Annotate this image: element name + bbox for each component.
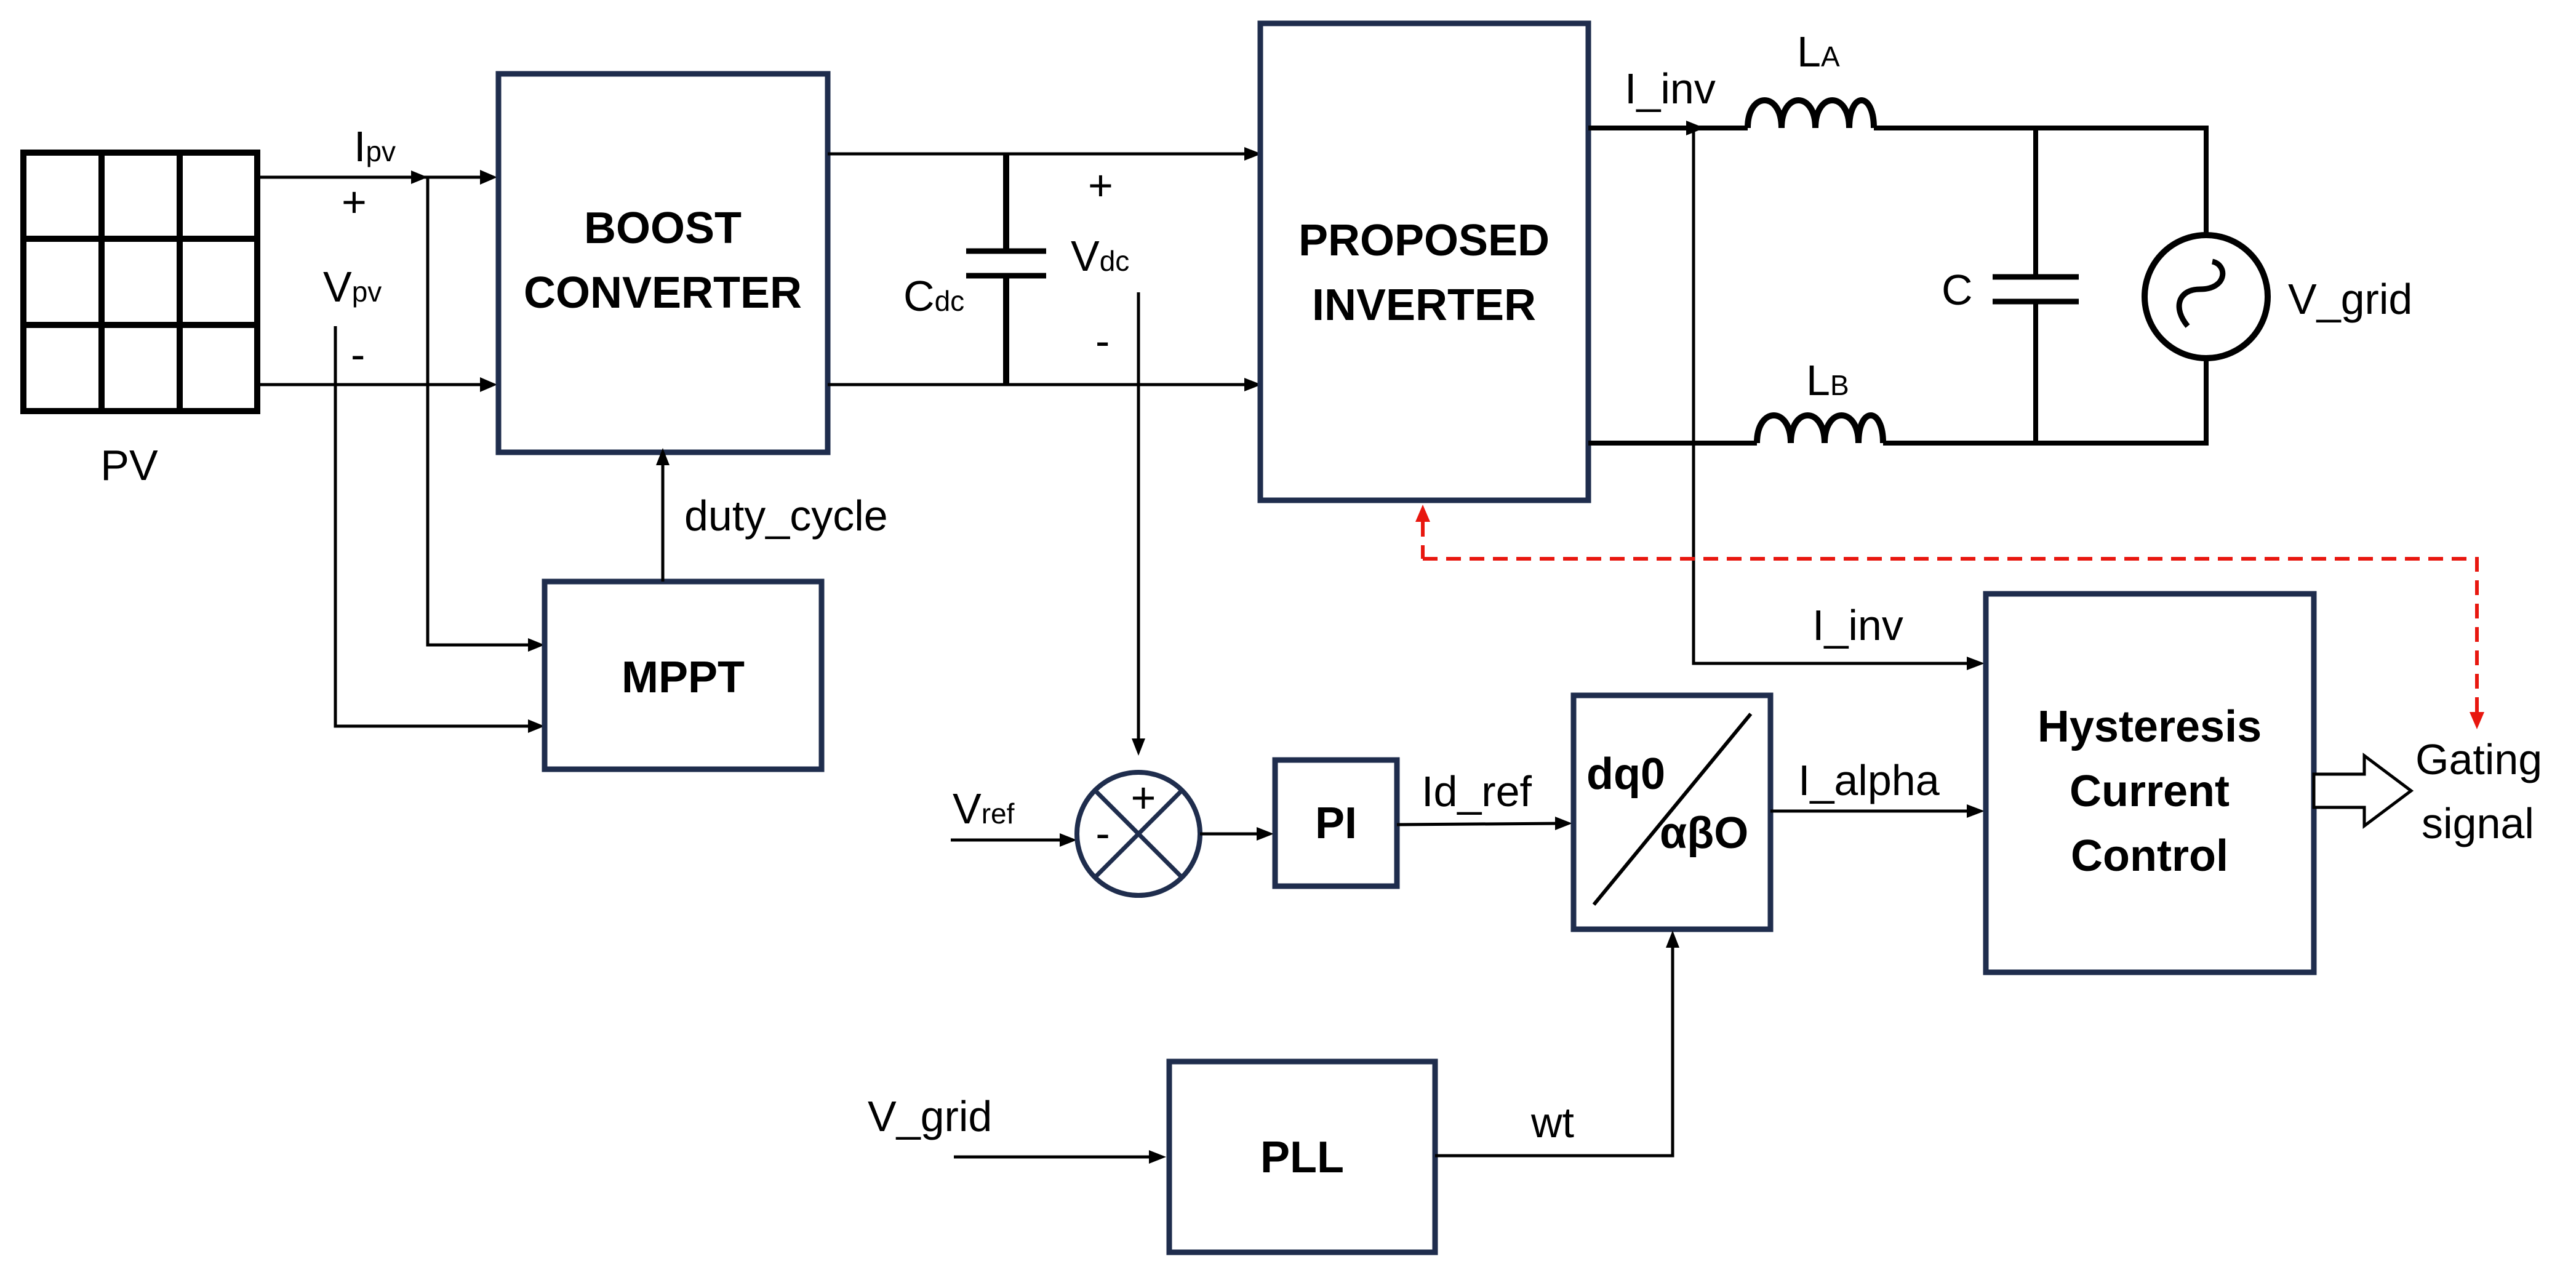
pv-array-icon: [20, 150, 260, 414]
hcc-label-line1: Hysteresis: [2038, 702, 2262, 751]
dq0-label: dq0: [1586, 750, 1665, 799]
filter-capacitor-icon: [1993, 128, 2079, 443]
gating-label-line2: signal: [2422, 799, 2534, 847]
boost-label-line1: BOOST: [584, 204, 742, 253]
arrow-head-mppt-vpv: [528, 719, 545, 733]
mppt-block: [542, 578, 825, 772]
vpv-sense-wire: [334, 326, 535, 728]
vdc-label: Vdc: [1071, 232, 1129, 280]
ac-source-icon: [2142, 232, 2271, 361]
arrow-head-gating-down: [2470, 712, 2484, 729]
arrow-head-gating-to-inverter: [1415, 505, 1430, 522]
la-label: LA: [1797, 28, 1840, 76]
gating-signal-arrow-icon: [2312, 753, 2414, 829]
arrow-head-vref: [1060, 833, 1077, 847]
sum-plus-sign: +: [1131, 774, 1156, 822]
ipv-label: Ipv: [354, 122, 396, 170]
v-grid-source-label: V_grid: [2288, 275, 2412, 323]
pv-plus-sign: +: [342, 178, 367, 226]
cdc-label: Cdc: [903, 272, 964, 320]
arrow-head-ipv-mid: [411, 170, 428, 184]
v-grid-input-label: V_grid: [868, 1092, 992, 1140]
inductor-la-icon: [1745, 97, 1877, 129]
i-alpha-label: I_alpha: [1798, 756, 1940, 804]
i-inv-sense-wire: [1692, 128, 1975, 665]
arrow-head-error: [1257, 827, 1274, 841]
arrow-head-vdc: [1132, 738, 1145, 756]
i-inv-mid-label: I_inv: [1812, 601, 1903, 649]
pv-label: PV: [100, 441, 158, 489]
gating-label-line1: Gating: [2415, 735, 2542, 783]
arrow-head-iinv-sense: [1967, 657, 1985, 670]
arrow-head-duty: [656, 448, 670, 465]
id-ref-wire: [1396, 822, 1564, 826]
pi-block: [1272, 757, 1400, 889]
dq0-divider: [1592, 713, 1753, 906]
arrow-head-ipv: [480, 170, 497, 185]
arrow-head-ialpha: [1967, 804, 1985, 818]
boost-label-line2: CONVERTER: [524, 268, 802, 318]
arrow-head-vpv: [480, 377, 497, 392]
filter-cap-label: C: [1942, 266, 1973, 314]
sum-minus-sign: -: [1095, 809, 1110, 857]
gating-feedback-dashed: [1423, 557, 2479, 717]
hcc-label-line3: Control: [2071, 831, 2228, 881]
arrow-head-mppt-ipv: [528, 638, 545, 652]
lb-label: LB: [1806, 356, 1849, 404]
pv-minus-sign: -: [351, 330, 365, 378]
ipv-sense-wire: [426, 177, 535, 647]
dc-link-capacitor-icon: [966, 154, 1046, 385]
proposed-inverter-block: [1257, 20, 1591, 503]
arrow-head-vgrid: [1149, 1150, 1166, 1164]
wt-label: wt: [1530, 1098, 1574, 1146]
i-inv-top-label: I_inv: [1625, 65, 1716, 113]
inverter-label-line1: PROPOSED: [1298, 216, 1550, 265]
arrow-head-wt: [1666, 930, 1679, 948]
filter-top-wire: [1874, 126, 2209, 234]
mppt-label: MPPT: [622, 653, 745, 702]
arrow-head-iinv: [1686, 121, 1705, 135]
boost-converter-block: [495, 71, 831, 455]
filter-bottom-wire: [1883, 342, 2209, 446]
vpv-label: Vpv: [323, 263, 382, 311]
arrow-head-idref: [1555, 817, 1572, 830]
id-ref-label: Id_ref: [1422, 767, 1532, 815]
hysteresis-control-block: [1983, 591, 2317, 975]
dc-plus-sign: +: [1088, 161, 1113, 209]
pll-label: PLL: [1260, 1133, 1344, 1182]
hcc-label-line2: Current: [2070, 767, 2230, 816]
arrow-head-dc-pos: [1244, 147, 1262, 161]
inverter-label-line2: INVERTER: [1312, 281, 1536, 330]
pi-label: PI: [1315, 799, 1357, 848]
duty-cycle-label: duty_cycle: [684, 492, 888, 540]
wt-wire: [1435, 940, 1674, 1158]
alpha-beta-label: αβO: [1660, 809, 1748, 858]
dc-minus-sign: -: [1095, 317, 1110, 365]
summing-junction: [1074, 770, 1202, 898]
vref-label: Vref: [953, 785, 1015, 833]
arrow-head-dc-neg: [1244, 378, 1262, 391]
inductor-lb-icon: [1754, 412, 1886, 444]
